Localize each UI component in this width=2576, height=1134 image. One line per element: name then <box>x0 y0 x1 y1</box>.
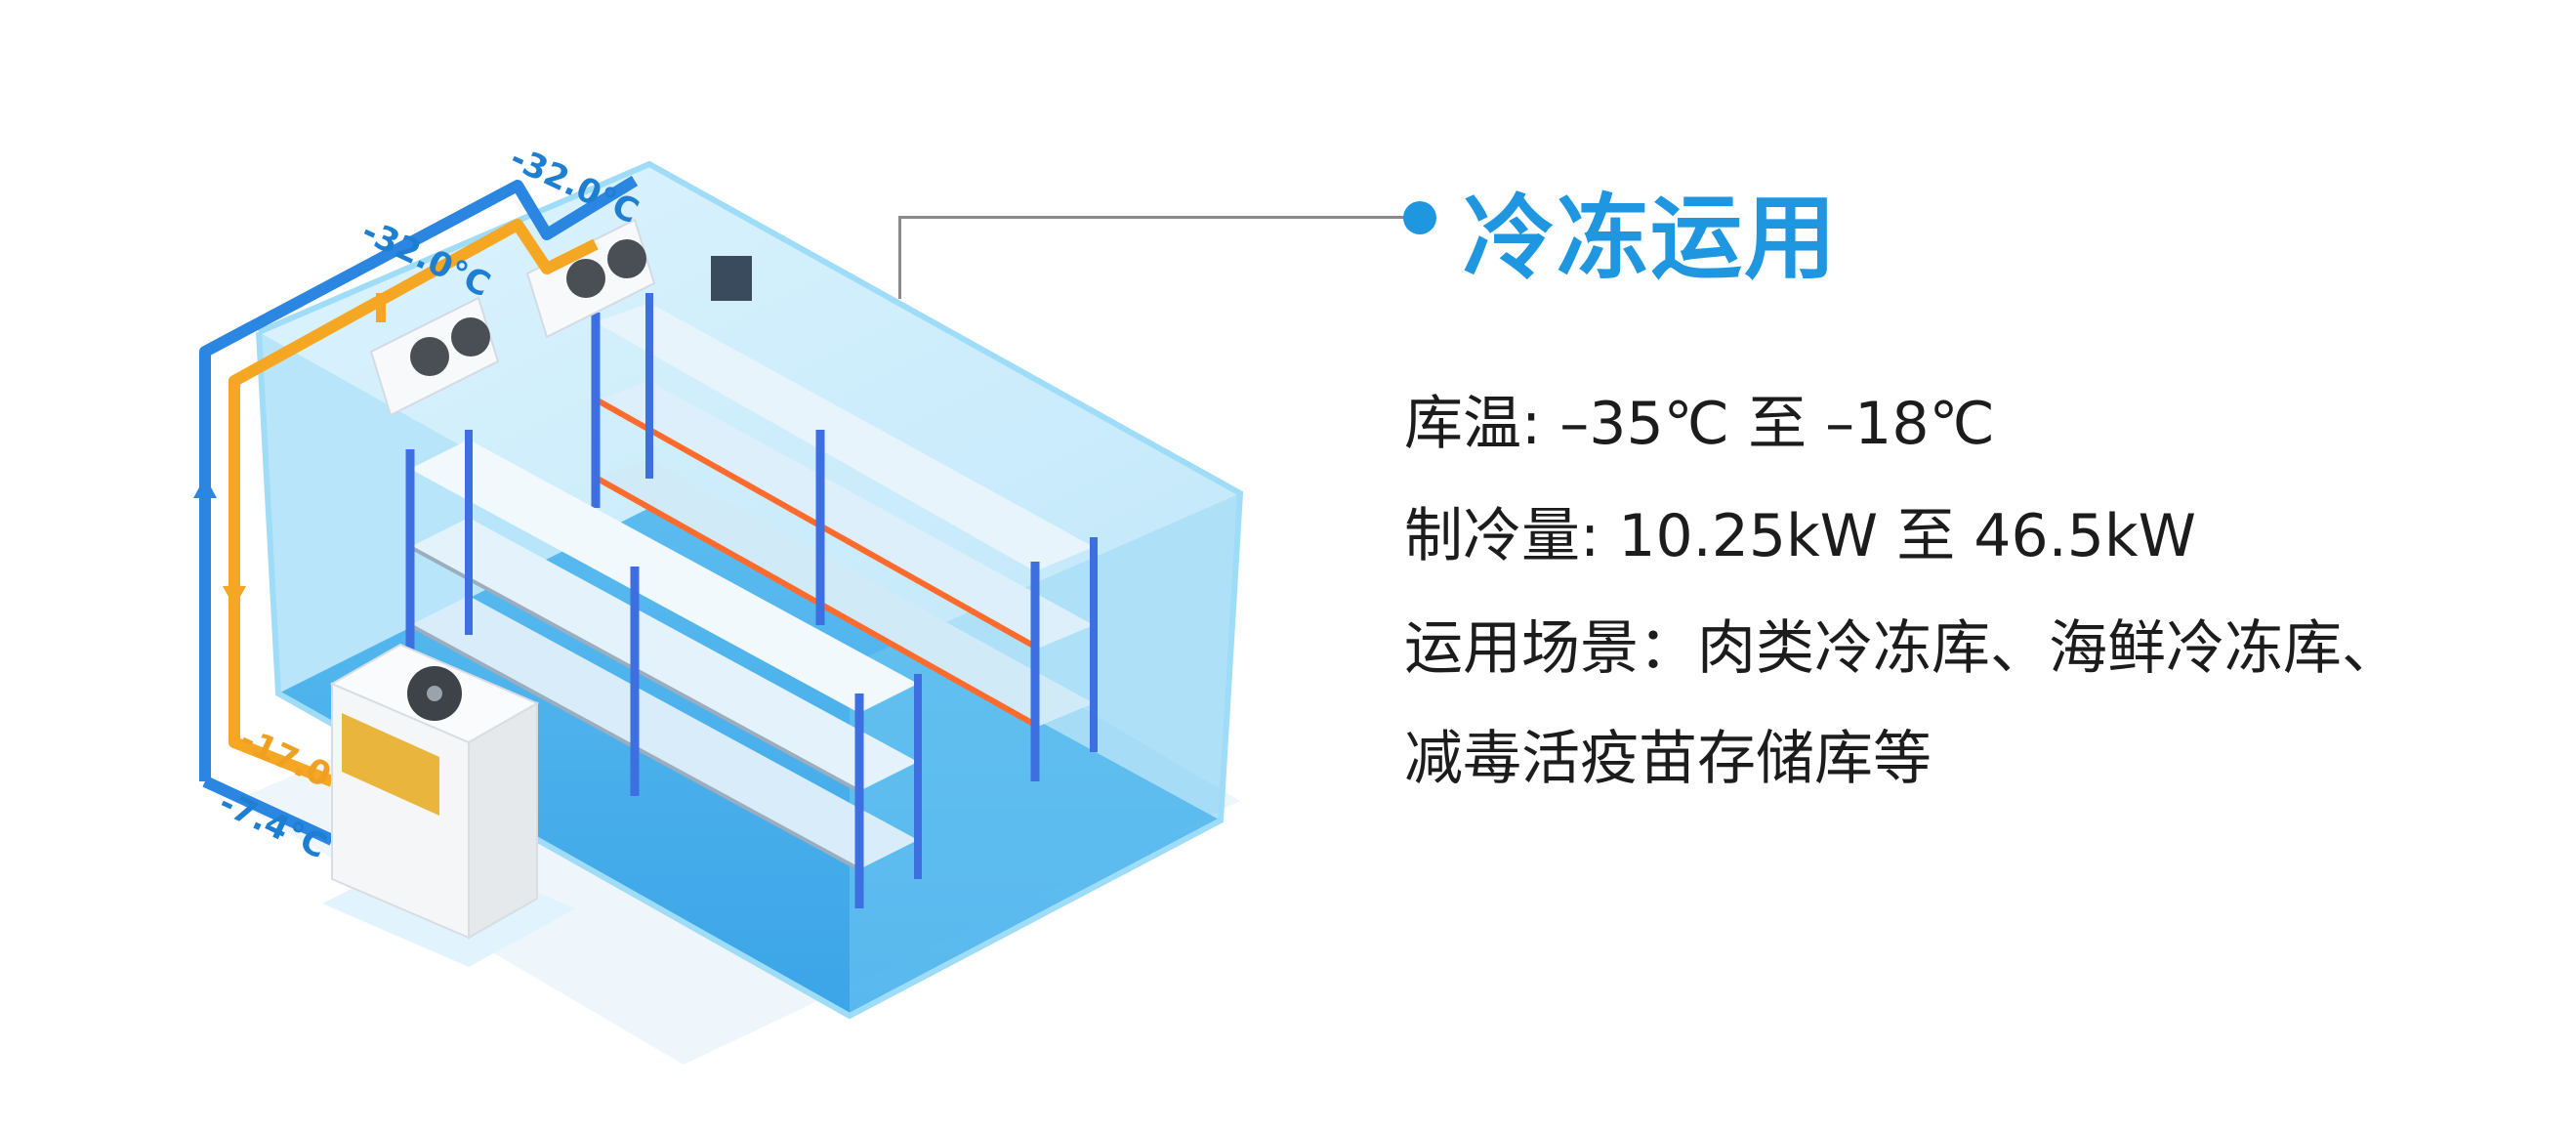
evaporator-unit-2 <box>525 218 656 339</box>
spec-cooling-capacity: 制冷量: 10.25kW 至 46.5kW <box>1404 502 2196 570</box>
room-outline <box>256 160 1244 1020</box>
pipe-blue-return <box>202 776 335 846</box>
title-connector-line <box>898 216 1406 219</box>
control-panel <box>711 256 752 301</box>
flow-arrow-up <box>193 477 217 498</box>
condensing-unit <box>322 643 576 967</box>
cold-storage-illustration: -32.0°C -32.0°C -17.0°C -7.4°C <box>193 139 1244 1065</box>
spec-applications-line2: 减毒活疫苗存储库等 <box>1404 725 1932 793</box>
shelf-rack-front <box>405 430 922 908</box>
spec-temperature: 库温: –35℃ 至 –18℃ <box>1404 390 1995 458</box>
flow-arrow-down <box>223 586 246 608</box>
title-connector-drop <box>898 216 901 299</box>
shelf-rack-back <box>591 293 1098 781</box>
spec-applications-line1: 运用场景：肉类冷冻库、海鲜冷冻库、 <box>1404 614 2400 683</box>
evaporator-unit-1 <box>369 296 500 417</box>
title-bullet-dot <box>1403 201 1436 234</box>
section-title: 冷冻运用 <box>1463 186 1839 292</box>
